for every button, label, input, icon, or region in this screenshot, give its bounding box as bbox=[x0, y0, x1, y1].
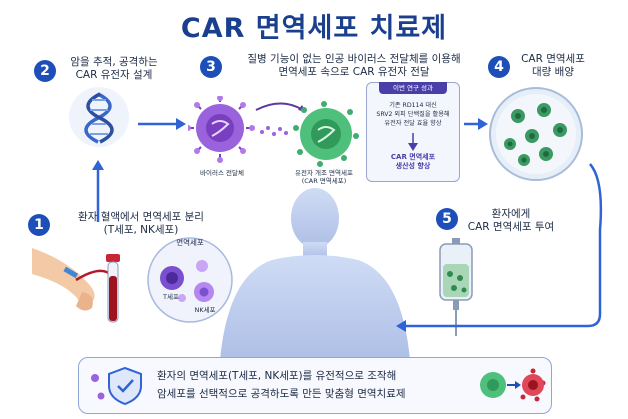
patient-silhouette bbox=[220, 188, 410, 360]
panel-line-2: SRV2 외피 단백질을 활용해 bbox=[376, 111, 450, 118]
arrow-step4-to-step5 bbox=[404, 163, 603, 328]
panel-line-1: 기존 RD114 대신 bbox=[389, 102, 437, 109]
research-result-panel: 이번 연구 성과 기존 RD114 대신 SRV2 외피 단백질을 활용해 유전… bbox=[366, 82, 460, 182]
panel-result-line-2: 생산성 향상 bbox=[395, 162, 431, 170]
panel-description: 기존 RD114 대신 SRV2 외피 단백질을 활용해 유전자 전달 효율 향… bbox=[367, 101, 459, 128]
step-4-line-2: 대량 배양 bbox=[532, 66, 574, 78]
panel-result: CAR 면역세포 생산성 향상 bbox=[367, 153, 459, 171]
culture-dish-icon bbox=[489, 87, 583, 181]
gene-delivery-illustration bbox=[188, 96, 359, 167]
car-cell-label-line-1: 유전자 개조 면역세포 bbox=[295, 169, 353, 177]
immune-cells-label: 면역세포 bbox=[176, 238, 204, 247]
panel-down-arrow-icon bbox=[408, 133, 418, 151]
summary-line-2: 암세포를 선택적으로 공격하도록 만든 맞춤형 면역치료제 bbox=[157, 388, 406, 400]
step-3-badge: 3 bbox=[200, 56, 222, 78]
virus-vector-label: 바이러스 전달체 bbox=[200, 169, 244, 177]
panel-result-line-1: CAR 면역세포 bbox=[390, 153, 436, 161]
step-5-line-1: 환자에게 bbox=[491, 208, 531, 220]
nk-cell-label: NK세포 bbox=[194, 306, 216, 314]
virus-vector-icon bbox=[188, 96, 255, 163]
step-2-line-1: 암을 추적, 공격하는 bbox=[70, 56, 158, 68]
step-5-badge: 5 bbox=[436, 208, 458, 230]
blood-draw-illustration bbox=[32, 248, 120, 323]
dna-icon bbox=[69, 87, 129, 147]
car-cell-attacks-cancer-icon bbox=[480, 368, 546, 402]
step-3-line-2: 면역세포 속으로 CAR 유전자 전달 bbox=[278, 66, 430, 78]
iv-bag-icon bbox=[439, 238, 473, 330]
step-3-line-1: 질병 기능이 없는 인공 바이러스 전달체를 이용해 bbox=[247, 53, 461, 65]
summary-box: 환자의 면역세포(T세포, NK세포)를 유전적으로 조작해 암세포를 선택적으… bbox=[78, 357, 552, 414]
step-3-caption: 질병 기능이 없는 인공 바이러스 전달체를 이용해 면역세포 속으로 CAR … bbox=[224, 53, 484, 79]
step-5-caption: 환자에게 CAR 면역세포 투여 bbox=[446, 208, 576, 234]
shield-icon bbox=[91, 366, 142, 406]
nk-cell-icon bbox=[194, 282, 214, 302]
immune-cells-circle bbox=[147, 237, 233, 323]
step-4-caption: CAR 면역세포 대량 배양 bbox=[508, 53, 598, 79]
step-2-caption: 암을 추적, 공격하는 CAR 유전자 설계 bbox=[58, 56, 170, 82]
step-1-caption: 환자 혈액에서 면역세포 분리 (T세포, NK세포) bbox=[46, 211, 236, 237]
step-4-badge: 4 bbox=[488, 56, 510, 78]
summary-line-1: 환자의 면역세포(T세포, NK세포)를 유전적으로 조작해 bbox=[157, 370, 397, 382]
step-1-line-1: 환자 혈액에서 면역세포 분리 bbox=[78, 211, 204, 223]
step-1-badge: 1 bbox=[28, 214, 50, 236]
step-4-line-1: CAR 면역세포 bbox=[521, 53, 585, 65]
step-1-line-2: (T세포, NK세포) bbox=[103, 224, 179, 236]
car-cell-label-line-2: (CAR 면역세포) bbox=[301, 177, 347, 185]
summary-text: 환자의 면역세포(T세포, NK세포)를 유전적으로 조작해 암세포를 선택적으… bbox=[157, 367, 475, 403]
car-cell-label: 유전자 개조 면역세포 (CAR 면역세포) bbox=[282, 169, 366, 185]
car-immune-cell-icon bbox=[293, 101, 359, 167]
step-2-line-2: CAR 유전자 설계 bbox=[75, 69, 153, 81]
t-cell-icon bbox=[160, 266, 184, 290]
panel-line-3: 유전자 전달 효율 향상 bbox=[384, 120, 442, 127]
step-5-line-2: CAR 면역세포 투여 bbox=[467, 221, 555, 233]
panel-header: 이번 연구 성과 bbox=[379, 82, 447, 94]
page-title: CAR 면역세포 치료제 bbox=[180, 13, 448, 44]
t-cell-label: T세포 bbox=[163, 293, 179, 301]
blood-tube-icon bbox=[106, 254, 120, 323]
step-2-badge: 2 bbox=[34, 60, 56, 82]
